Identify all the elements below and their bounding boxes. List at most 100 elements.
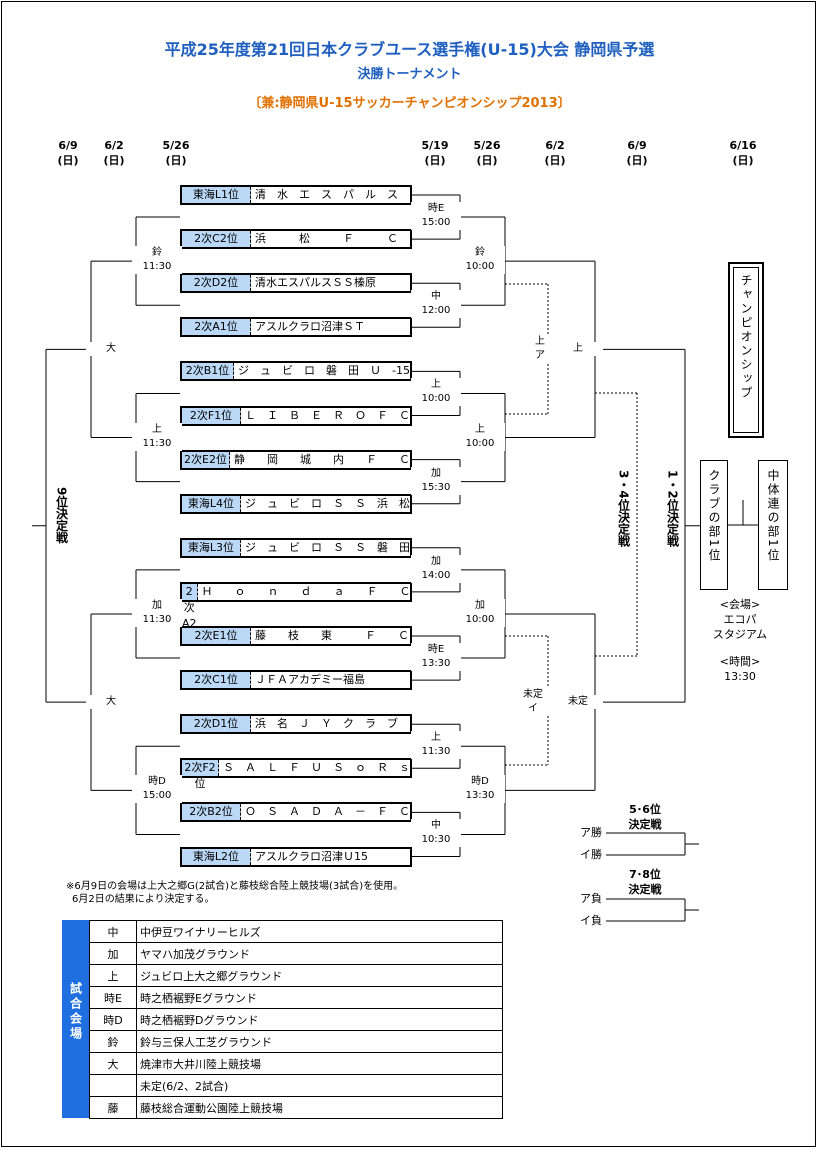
match-label-line: 10:00 bbox=[421, 393, 451, 405]
legend-venue: 中伊豆ワイナリーヒルズ bbox=[136, 920, 503, 943]
legend-venue: ジュビロ上大之郷グラウンド bbox=[136, 964, 503, 987]
match-label-line: ア bbox=[535, 350, 545, 361]
team-seed: 2次D1位 bbox=[182, 716, 251, 733]
match-label-line: 加 bbox=[475, 599, 485, 611]
weekday-text: (日) bbox=[732, 154, 754, 167]
date-text: 5/26 bbox=[162, 139, 190, 152]
legend-row: 中中伊豆ワイナリーヒルズ bbox=[89, 920, 503, 943]
date-text: 6/2 bbox=[545, 139, 565, 152]
ninth-place-text: 9位決定戦 bbox=[54, 487, 69, 544]
legend-venue: ヤマハ加茂グラウンド bbox=[136, 942, 503, 965]
match-label-line: 14:00 bbox=[421, 569, 451, 581]
legend-title-text: 試合会場 bbox=[68, 982, 83, 1042]
legend-venue: 焼津市大井川陸上競技場 bbox=[136, 1052, 503, 1075]
venue-note-line1: ※6月9日の会場は上大之郷G(2試合)と藤枝総合陸上競技場(3試合)を使用。 bbox=[66, 881, 404, 892]
legend-key: 大 bbox=[89, 1052, 137, 1075]
legend-row: 藤藤枝総合運動公園陸上競技場 bbox=[89, 1096, 503, 1119]
final-label: 1・2位決定戦 bbox=[664, 470, 680, 551]
third-place-text: 3・4位決定戦 bbox=[616, 470, 631, 547]
match-label-line: 鈴 bbox=[475, 247, 485, 259]
team-row: 東海L1位清 水 エ ス パ ル ス bbox=[180, 185, 412, 205]
team-row: 2次B1位ジ ュ ビ ロ 磐 田 Ｕ -15 bbox=[180, 361, 412, 382]
legend-key: 時D bbox=[89, 1008, 137, 1031]
match-label-line: 10:30 bbox=[421, 834, 451, 846]
team-row: 2次C2位浜 松 Ｆ Ｃ bbox=[180, 229, 412, 250]
match-label-line: 加 bbox=[152, 599, 162, 611]
match-label-line: 上 bbox=[535, 336, 545, 347]
school-winner-box: 中体連の部1位 bbox=[758, 460, 788, 590]
legend-venue: 時之栖裾野Eグラウンド bbox=[136, 986, 503, 1009]
legend-key: 上 bbox=[89, 964, 137, 987]
match-label-line: 11:30 bbox=[142, 261, 172, 273]
match-label-line: 加 bbox=[431, 555, 441, 567]
date-header: 6/16 (日) bbox=[723, 138, 763, 168]
legend-key bbox=[89, 1074, 137, 1097]
match-label: 大 bbox=[86, 342, 136, 357]
legend-title: 試合会場 bbox=[62, 920, 89, 1118]
date-header: 6/9(日) bbox=[617, 138, 657, 168]
date-text: 5/19 bbox=[421, 139, 449, 152]
team-seed: 2次E1位 bbox=[182, 628, 251, 644]
match-label-line: 時D bbox=[148, 776, 166, 788]
team-name: Ｌ Ｉ Ｂ Ｅ Ｒ Ｏ Ｆ Ｃ bbox=[245, 408, 410, 422]
final-time: 13:30 bbox=[724, 670, 756, 683]
page-subtitle-extra: 〔兼:静岡県U-15サッカーチャンピオンシップ2013〕 bbox=[248, 96, 571, 111]
match-label-line: 未定 bbox=[523, 689, 543, 700]
date-text: 6/9 bbox=[58, 139, 78, 152]
legend-key: 加 bbox=[89, 942, 137, 965]
team-seed: 東海L1位 bbox=[182, 187, 251, 203]
match-label-line: 15:30 bbox=[421, 481, 451, 493]
match-label: 上 10:00 bbox=[411, 378, 461, 407]
team-name: 浜 名 Ｊ Ｙ ク ラ ブ bbox=[255, 717, 398, 731]
match-label-line: 上 bbox=[431, 379, 441, 391]
seventh-place-title1: 7･8位 bbox=[629, 868, 661, 881]
match-label-line: 10:00 bbox=[465, 437, 495, 449]
club-winner-box: クラブの部1位 bbox=[700, 460, 728, 590]
team-seed: 2次B2位 bbox=[182, 804, 241, 821]
match-label-line: 時E bbox=[427, 644, 445, 656]
team-row: 2次E2位静 岡 城 内 Ｆ Ｃ bbox=[180, 449, 412, 470]
team-seed: 東海L4位 bbox=[182, 495, 241, 512]
date-text: 5/26 bbox=[473, 139, 501, 152]
match-label: 時E 15:00 bbox=[411, 202, 461, 231]
match-label: 加 14:00 bbox=[411, 554, 461, 583]
final-text: 1・2位決定戦 bbox=[665, 470, 680, 547]
match-label-line: 13:30 bbox=[421, 658, 451, 670]
weekday-text: (日) bbox=[476, 154, 498, 167]
match-label: 大 bbox=[86, 695, 136, 710]
team-name: ＪＦＡアカデミー福島 bbox=[255, 673, 365, 687]
match-label-line: 上 bbox=[152, 423, 162, 435]
team-row: 2次A1位アスルクラロ沼津ＳＴ bbox=[180, 317, 412, 338]
weekday-text: (日) bbox=[626, 154, 648, 167]
team-name: アスルクラロ沼津Ｕ15 bbox=[255, 849, 368, 863]
match-label-line: 13:30 bbox=[465, 790, 495, 802]
club-winner-text: クラブの部1位 bbox=[707, 469, 721, 563]
team-name: 浜 松 Ｆ Ｃ bbox=[255, 232, 398, 246]
team-row: 2次D2位清水エスパルスＳＳ榛原 bbox=[180, 273, 412, 294]
team-name: ジ ュ ビ ロ 磐 田 Ｕ -15 bbox=[238, 364, 410, 378]
legend-row: 上ジュビロ上大之郷グラウンド bbox=[89, 964, 503, 987]
date-text: 6/16 bbox=[729, 139, 757, 152]
match-label-line: 中 bbox=[431, 820, 441, 832]
legend-row: 大焼津市大井川陸上競技場 bbox=[89, 1052, 503, 1075]
match-label: 中 10:30 bbox=[411, 819, 461, 848]
team-name: ジ ュ ビ ロ Ｓ Ｓ 磐 田 bbox=[245, 540, 410, 554]
team-seed: 東海L2位 bbox=[182, 848, 251, 865]
date-header: 5/26(日) bbox=[156, 138, 196, 168]
match-label-line: 15:00 bbox=[421, 217, 451, 229]
team-seed: 2次F2位 bbox=[182, 760, 219, 790]
team-name: 清 水 エ ス パ ル ス bbox=[255, 188, 398, 201]
team-name: アスルクラロ沼津ＳＴ bbox=[255, 320, 365, 334]
match-label-line: 12:00 bbox=[421, 305, 451, 317]
match-label-line: 時E bbox=[427, 203, 445, 215]
team-name: ジ ュ ビ ロ Ｓ Ｓ 浜 松 bbox=[245, 496, 410, 510]
championship-box: チャンピオンシップ bbox=[728, 262, 764, 438]
legend-row: 加ヤマハ加茂グラウンド bbox=[89, 942, 503, 965]
